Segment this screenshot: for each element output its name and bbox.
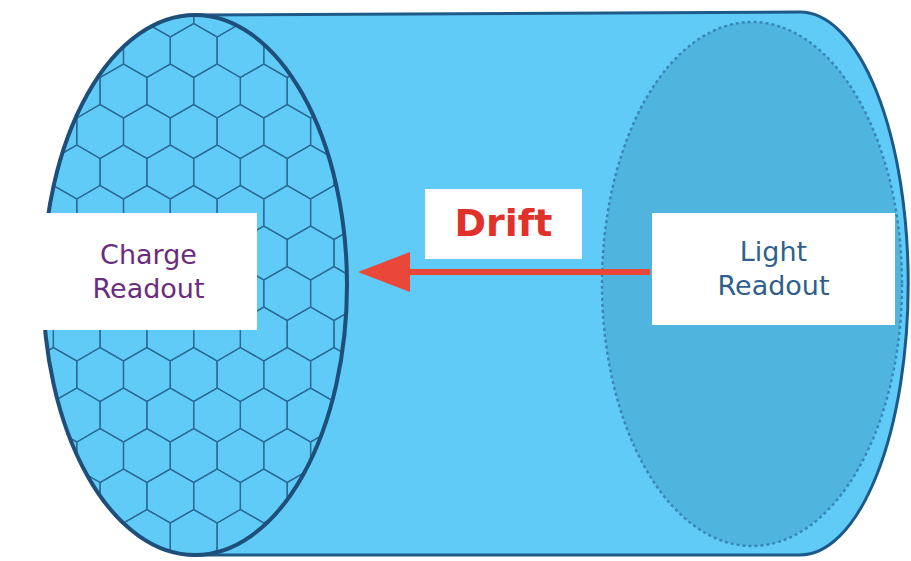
hexagon-pad (311, 24, 358, 78)
hexagon-pad (311, 510, 358, 561)
hexagon-pad (194, 388, 241, 442)
hexagon-pad (334, 469, 381, 523)
hexagon-pad (334, 388, 381, 442)
hexagon-pad (264, 186, 311, 240)
hexagon-pad (381, 0, 428, 37)
drift-arrow-shaft (400, 269, 650, 275)
hexagon-pad (287, 226, 334, 280)
hexagon-pad (217, 24, 264, 78)
hexagon-pad (381, 307, 428, 361)
hexagon-pad (217, 105, 264, 159)
hexagon-pad (7, 469, 54, 523)
hexagon-pad (77, 24, 124, 78)
hexagon-pad (30, 510, 77, 561)
node-label: Charge Readout (54, 238, 244, 306)
hexagon-pad (100, 145, 147, 199)
hexagon-pad (357, 186, 404, 240)
light-readout-plane (602, 22, 902, 546)
drift-arrow-head (358, 252, 410, 292)
hexagon-pad (170, 24, 217, 78)
hexagon-pad (30, 24, 77, 78)
charge-readout-box: Charge Readout (40, 213, 257, 330)
hexagon-pad (334, 145, 381, 199)
hexagon-pad (7, 388, 54, 442)
hexagon-pad (381, 145, 428, 199)
hexagon-pad (100, 64, 147, 118)
hexagon-pads (7, 0, 451, 561)
hexagon-pad (240, 64, 287, 118)
hexagon-pad (194, 469, 241, 523)
hexagon-pad (170, 105, 217, 159)
hexagon-pad (404, 348, 451, 402)
hexagon-pad (334, 0, 381, 37)
hexagon-pad (217, 429, 264, 483)
hexagon-pad (287, 0, 334, 37)
hexagon-pad (77, 429, 124, 483)
hexagon-pad (381, 388, 428, 442)
hexagon-pad (7, 145, 54, 199)
hexagon-pad (311, 267, 358, 321)
hexagon-pad (77, 348, 124, 402)
hexagon-pad (311, 186, 358, 240)
light-readout-box: Light Readout (652, 213, 895, 325)
hexagon-pad (124, 510, 171, 561)
hexagon-pad (147, 469, 194, 523)
hexagon-pad (264, 105, 311, 159)
hexagon-pad (287, 469, 334, 523)
hexagon-pad (170, 429, 217, 483)
drift-box: Drift (425, 189, 582, 259)
hexagon-pad (357, 348, 404, 402)
hexagon-pad (77, 105, 124, 159)
hexagon-pad (404, 429, 451, 483)
hexagon-pad (100, 388, 147, 442)
node-label: Light Readout (689, 235, 859, 303)
text-holder: Drift (454, 200, 552, 248)
hexagon-pad (124, 348, 171, 402)
hexagon-pad (194, 64, 241, 118)
hexagon-pad (194, 145, 241, 199)
hexagon-pad (404, 24, 451, 78)
hexagon-pad (311, 429, 358, 483)
hexagon-pad (124, 24, 171, 78)
hexagon-pad (53, 0, 100, 37)
hexagon-pad (357, 24, 404, 78)
hexagon-pad (404, 105, 451, 159)
hexagon-pad (124, 105, 171, 159)
hexagon-pad (7, 0, 54, 37)
node-label: Drift (454, 200, 552, 248)
hexagon-pad (381, 64, 428, 118)
hexagon-pad (53, 469, 100, 523)
hexagon-pad (124, 429, 171, 483)
hexagon-pad (217, 348, 264, 402)
hexagon-pad (357, 105, 404, 159)
hexagon-pad (147, 145, 194, 199)
text-holder: Charge Readout (54, 238, 244, 306)
hexagon-pad (53, 64, 100, 118)
hexagon-pad (217, 510, 264, 561)
hexagon-pad (240, 145, 287, 199)
hexagon-pad (381, 469, 428, 523)
hexagon-pad (287, 307, 334, 361)
hexagon-pad (147, 388, 194, 442)
text-holder: Light Readout (689, 235, 859, 303)
hexagon-pad (404, 510, 451, 561)
hexagon-pad (264, 267, 311, 321)
hexagon-pad (334, 64, 381, 118)
hexagon-pad (357, 510, 404, 561)
hexagon-pad (240, 388, 287, 442)
hexagon-pad (264, 348, 311, 402)
hexagon-pad (357, 429, 404, 483)
hexagon-pad (7, 64, 54, 118)
hexagon-pad (170, 348, 217, 402)
hexagon-pad (100, 469, 147, 523)
hexagon-pad (147, 64, 194, 118)
hexagon-pad (240, 469, 287, 523)
hexagon-pad (311, 105, 358, 159)
